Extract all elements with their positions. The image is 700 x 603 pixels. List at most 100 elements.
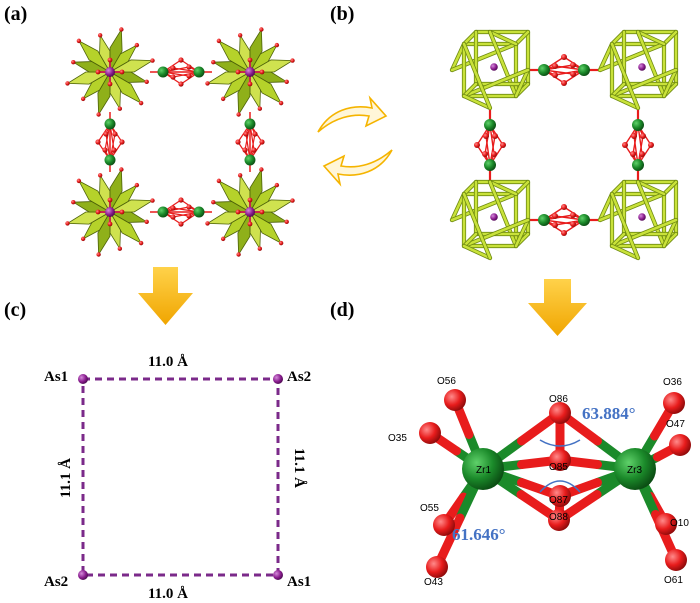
oxygen-atom <box>117 106 123 111</box>
oxygen-atom <box>216 38 222 44</box>
as-square-diagram: As1 As2 As2 As1 11.0 Å 11.0 Å 11.1 Å 11.… <box>44 354 311 602</box>
oxygen-atom <box>561 230 567 236</box>
atom-label-o36: O36 <box>663 377 682 388</box>
oxygen-atom <box>570 62 576 68</box>
polyhedron-face <box>66 211 112 225</box>
polyhedron-face <box>66 71 112 85</box>
oxygen-atom <box>103 131 109 137</box>
panel-label-c: (c) <box>4 299 26 321</box>
oxygen-atom-o56 <box>444 389 466 411</box>
arsenic-atom <box>490 63 498 71</box>
oxygen-atom-o10 <box>655 513 677 535</box>
oxygen-atom <box>237 33 243 38</box>
oxygen-atom <box>150 58 155 63</box>
oxygen-atom <box>274 42 280 48</box>
oxygen-atom <box>97 33 103 38</box>
cage-edge <box>462 82 478 98</box>
cage-edge <box>462 42 492 110</box>
oxygen-atom <box>570 221 576 227</box>
oxygen-atom <box>492 133 498 139</box>
oxygen-atom <box>247 197 253 203</box>
oxygen-atom <box>220 236 226 242</box>
cage-edge <box>610 42 640 110</box>
oxygen-atom <box>561 204 567 210</box>
polyhedron-face <box>206 211 252 225</box>
atom-label-zr1: Zr1 <box>476 465 491 476</box>
oxygen-atom <box>71 199 76 205</box>
cage-edge <box>462 94 492 110</box>
oxygen-atom <box>236 112 241 117</box>
zirconium-atom <box>484 159 496 171</box>
cage-edge <box>636 180 666 196</box>
cage-edge <box>462 68 530 98</box>
oxygen-atom <box>119 139 125 145</box>
oxygen-atom <box>500 142 506 148</box>
oxygen-atom <box>95 69 101 75</box>
cage-edge <box>462 232 478 248</box>
distance-label-right: 11.1 Å <box>291 448 307 488</box>
zirconium-atom <box>157 206 169 218</box>
oxygen-atom <box>96 252 101 257</box>
zirconium-atom <box>484 119 496 131</box>
oxygen-atom <box>247 81 253 87</box>
zirconium-atom <box>632 119 644 131</box>
oxygen-atom <box>237 173 243 178</box>
oxygen-atom <box>119 69 125 75</box>
atom-label-o61: O61 <box>664 575 683 586</box>
cage-edge <box>662 180 678 196</box>
oxygen-atom <box>119 167 124 172</box>
as-label-top-right: As2 <box>287 369 311 385</box>
atom-label-o88: O88 <box>549 512 568 523</box>
zirconium-atom <box>104 118 116 130</box>
oxygen-atom-o55 <box>433 514 455 536</box>
oxygen-atom <box>278 100 284 106</box>
zirconium-atom-zr1 <box>462 448 504 490</box>
oxygen-atom <box>474 142 480 148</box>
oxygen-atom <box>247 57 253 63</box>
oxygen-atom <box>170 74 176 80</box>
oxygen-atom <box>247 221 253 227</box>
oxygen-atom <box>186 64 192 70</box>
oxygen-atom-o85 <box>549 449 571 471</box>
cage-edge <box>514 68 530 98</box>
oxygen-atom <box>144 79 149 85</box>
atom-label-o87: O87 <box>549 495 568 506</box>
oxygen-atom <box>243 131 249 137</box>
oxygen-atom <box>95 139 101 145</box>
oxygen-atom <box>107 57 113 63</box>
cage-framework-illustration <box>449 29 679 261</box>
panel-label-b: (b) <box>330 3 354 25</box>
as-label-bottom-right: As1 <box>287 574 311 590</box>
oxygen-atom <box>178 81 184 87</box>
oxygen-atom <box>117 246 123 251</box>
arsenic-atom <box>105 207 115 217</box>
as-square-dashed-outline <box>81 377 280 577</box>
oxygen-atom-o88 <box>548 509 570 531</box>
oxygen-atom <box>138 100 144 106</box>
polyhedron-face <box>77 179 112 214</box>
oxygen-atom <box>65 81 70 86</box>
oxygen-atom <box>134 42 140 48</box>
oxygen-atom <box>186 213 192 219</box>
cage-edge <box>610 244 640 260</box>
oxygen-atom <box>284 79 289 85</box>
oxygen-atom <box>205 221 210 226</box>
cage-edge <box>514 218 530 248</box>
oxygen-atom-o35 <box>419 422 441 444</box>
angle-arc-top <box>539 439 581 447</box>
oxygen-atom <box>107 221 113 227</box>
oxygen-atom <box>96 112 101 117</box>
zirconium-atom-zr3 <box>614 448 656 490</box>
zirconium-atom <box>104 154 116 166</box>
angle-arc-bottom <box>539 480 581 493</box>
oxygen-atom-o61 <box>665 549 687 571</box>
zirconium-atom <box>157 66 169 78</box>
oxygen-atom <box>235 69 241 75</box>
atom-label-o86: O86 <box>549 394 568 405</box>
oxygen-atom <box>236 252 241 257</box>
oxygen-atom <box>640 133 646 139</box>
oxygen-atom <box>257 106 263 111</box>
oxygen-atom <box>134 182 140 188</box>
oxygen-atom <box>483 133 489 139</box>
oxygen-atom <box>119 209 125 215</box>
